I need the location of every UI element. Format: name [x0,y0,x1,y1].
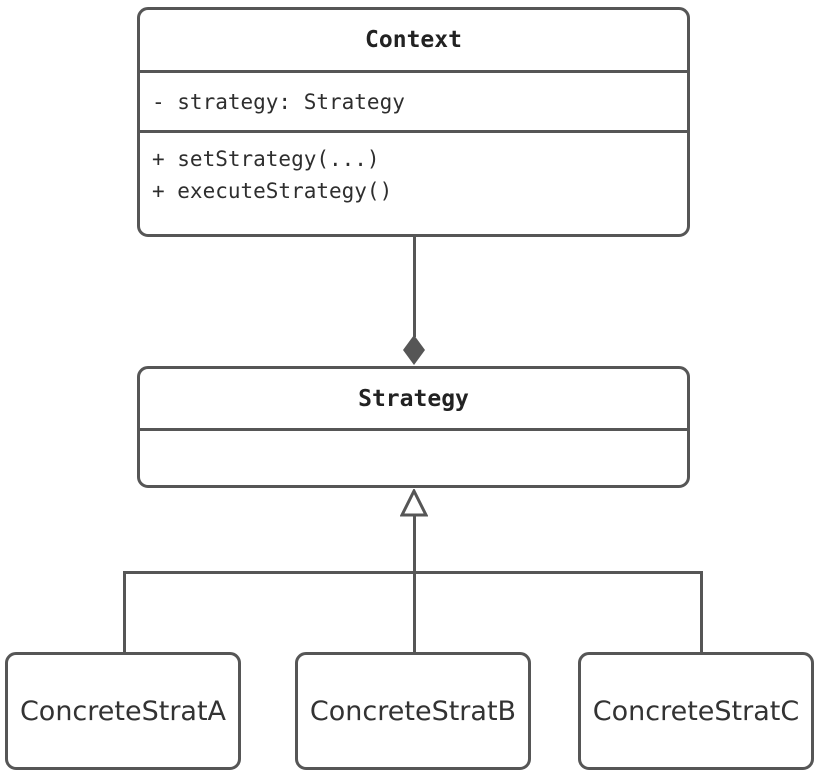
strategy-members-compartment [140,428,687,485]
concrete-strat-b-label: ConcreteStratB [309,695,517,727]
composition-edge-line [413,237,416,337]
context-operation-set-strategy: + setStrategy(...) [152,147,380,171]
context-title-compartment: Context [140,10,687,70]
generalization-stem [413,515,416,573]
context-operations-compartment: + setStrategy(...) + executeStrategy() [140,130,687,234]
generalization-drop-c [700,571,703,653]
context-class-name: Context [365,27,462,53]
hollow-triangle-icon [399,487,429,517]
strategy-title-compartment: Strategy [140,369,687,428]
class-box-concrete-strat-b[interactable]: ConcreteStratB [295,652,531,770]
class-box-strategy[interactable]: Strategy [137,366,690,488]
concrete-strat-c-label: ConcreteStratC [592,695,800,727]
generalization-drop-a [123,571,126,653]
generalization-drop-b [413,571,416,653]
concrete-strat-a-label: ConcreteStratA [19,695,227,727]
context-attributes-compartment: - strategy: Strategy [140,70,687,130]
strategy-class-name: Strategy [358,385,469,412]
class-box-concrete-strat-c[interactable]: ConcreteStratC [578,652,814,770]
context-operation-execute-strategy: + executeStrategy() [152,179,393,203]
context-attribute-strategy: - strategy: Strategy [152,89,405,114]
class-box-concrete-strat-a[interactable]: ConcreteStratA [5,652,241,770]
class-box-context[interactable]: Context - strategy: Strategy + setStrate… [137,7,690,237]
